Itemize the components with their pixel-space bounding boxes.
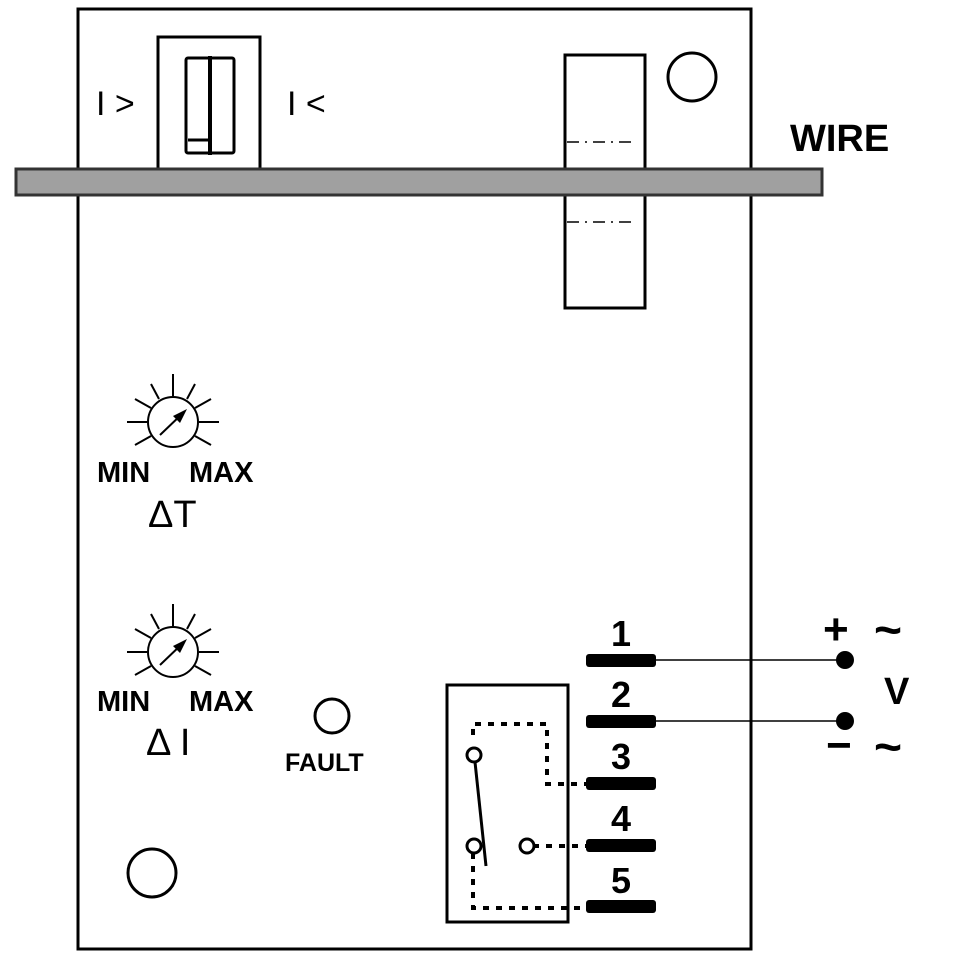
wire (14, 167, 824, 197)
terminal-bar[interactable] (586, 654, 656, 667)
terminal-number: 3 (611, 736, 631, 777)
supply-voltage-label: V (884, 671, 910, 713)
supply-node-negative-icon (836, 712, 854, 730)
terminal-number: 4 (611, 798, 631, 839)
dial-ticks (127, 374, 219, 446)
relay-contact-no-icon (518, 837, 536, 855)
terminal-bar[interactable] (586, 715, 656, 728)
delta-i-max-label: MAX (189, 686, 254, 718)
terminal-number: 5 (611, 860, 631, 901)
delta-i-name-label: Δ I (146, 722, 190, 764)
relay-switch-arm (473, 761, 488, 867)
terminal-bar[interactable] (586, 900, 656, 913)
delta-i-min-label: MIN (97, 686, 150, 718)
switch-left-label: I > (96, 85, 135, 123)
supply-node-positive-icon (836, 651, 854, 669)
fault-label: FAULT (285, 749, 364, 777)
supply-minus-ac-symbol: ~ (874, 721, 902, 774)
terminal-block: 1 2 3 4 5 (586, 613, 656, 913)
dial-arrowhead-icon (173, 409, 187, 423)
potentiometer-delta-t[interactable] (127, 374, 219, 448)
delta-t-min-label: MIN (97, 457, 150, 489)
dial-ticks (127, 604, 219, 676)
relay-housing (445, 683, 570, 924)
terminal-1[interactable]: 1 (586, 613, 656, 667)
wire-label: WIRE (790, 118, 889, 160)
terminal-bar[interactable] (586, 839, 656, 852)
terminal-number: 1 (611, 613, 631, 654)
mounting-hole-top-right (666, 51, 718, 103)
terminal-5[interactable]: 5 (586, 860, 656, 913)
mounting-hole-bottom-left (126, 847, 178, 899)
supply-minus-label: − (826, 721, 852, 770)
potentiometer-delta-i[interactable] (127, 604, 219, 678)
device-board (76, 7, 753, 951)
terminal-3[interactable]: 3 (586, 736, 656, 790)
switch-right-label: I < (287, 85, 326, 123)
relay-contact-nc-icon (465, 837, 483, 855)
relay (445, 683, 595, 924)
supply-plus-label: + (823, 605, 849, 654)
delta-t-name-label: ΔT (148, 494, 197, 536)
supply-plus-ac-symbol: ~ (874, 604, 902, 657)
terminal-number: 2 (611, 674, 631, 715)
delta-t-max-label: MAX (189, 457, 254, 489)
terminal-2[interactable]: 2 (586, 674, 656, 728)
relay-contact-common-icon (465, 746, 483, 764)
dial-arrowhead-icon (173, 639, 187, 653)
terminal-4[interactable]: 4 (586, 798, 656, 852)
relay-internal-wiring (471, 722, 595, 910)
mode-switch[interactable] (156, 35, 262, 174)
terminal-bar[interactable] (586, 777, 656, 790)
fault-led-icon (313, 697, 351, 735)
